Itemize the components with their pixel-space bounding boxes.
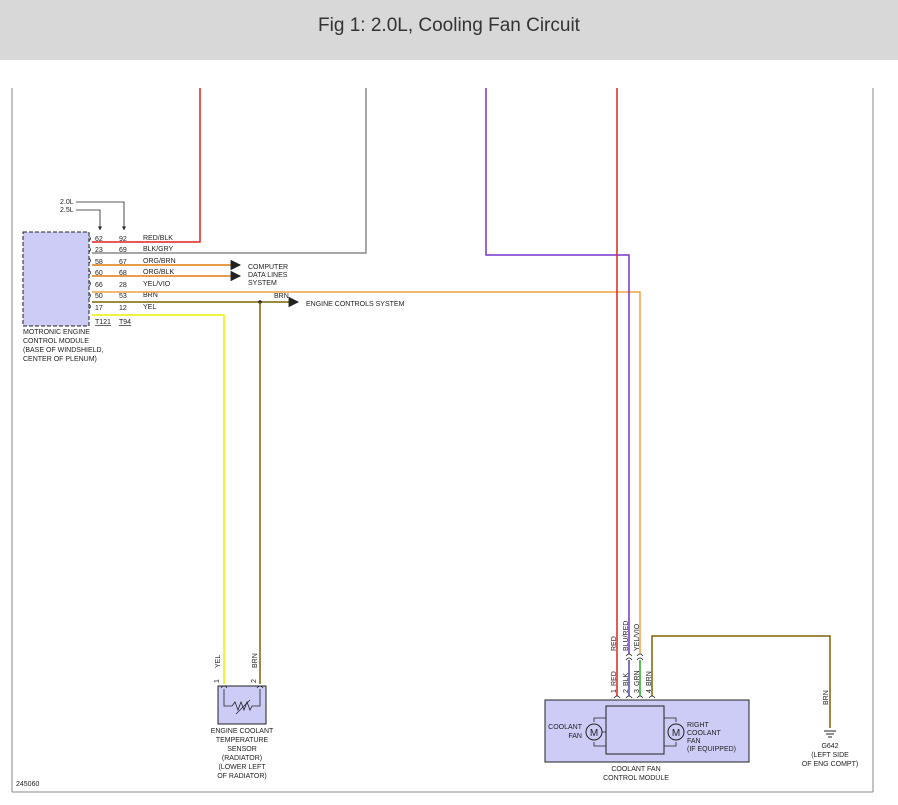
figure-title: Fig 1: 2.0L, Cooling Fan Circuit	[318, 15, 580, 36]
ground-name-3: OF ENG COMPT)	[802, 761, 858, 768]
ecm-connector-t121: T121	[95, 319, 111, 326]
wire-blu-red	[485, 88, 630, 654]
figure-id: 245060	[16, 781, 39, 788]
computer-data-line-2: DATA LINES	[248, 272, 288, 279]
left-fan-label-1: COOLANT	[548, 724, 583, 731]
ect-pin-2: 2	[251, 679, 258, 683]
right-fan-wire	[664, 717, 677, 747]
fan-pin-1-wire-red: RED	[611, 636, 618, 651]
right-fan-motor-symbol: M	[672, 728, 680, 739]
ground-wire-label: BRN	[823, 690, 830, 705]
ect-name-line-4: (RADIATOR)	[222, 755, 262, 762]
ecm-wire-color-2: BLK/GRY	[143, 246, 174, 253]
fan-pin-1-color: RED	[611, 671, 618, 686]
fan-pin-1-number: 1	[611, 689, 618, 693]
engine-label-2-0: 2.0L	[60, 199, 74, 206]
ground-name-2: (LEFT SIDE	[811, 752, 849, 759]
fan-pin-4-number: 4	[646, 689, 653, 693]
ecm-pin-a-7: 17	[95, 305, 103, 312]
ect-name-line-2: TEMPERATURE	[216, 737, 269, 744]
computer-data-line-3: SYSTEM	[248, 280, 277, 287]
right-fan-label-4: (IF EQUIPPED)	[687, 746, 736, 753]
ecm-pin-b-7: 12	[119, 305, 127, 312]
ecm-pin-b-4: 68	[119, 270, 127, 277]
left-fan-motor-symbol: M	[590, 728, 598, 739]
fan-wire-in-yel-vio: YEL/VIO	[634, 623, 641, 651]
computer-data-line-1: COMPUTER	[248, 264, 288, 271]
ect-wire-1: YEL	[215, 655, 222, 668]
fan-pin-4-color: BRN	[646, 671, 653, 686]
ecm-wire-color-1: RED/BLK	[143, 235, 173, 242]
ecm-wire-color-4: ORG/BLK	[143, 269, 174, 276]
ecm-name-line-3: (BASE OF WINDSHIELD,	[23, 347, 104, 354]
fan-module-pin-terminals	[613, 695, 656, 699]
fan-pin-3-color: GRN	[634, 670, 641, 686]
ecm-connector-marks	[88, 235, 91, 310]
ect-sensor-terminals	[220, 685, 264, 689]
ecm-connector-t94: T94	[119, 319, 131, 326]
ecm-pin-b-1: 92	[119, 236, 127, 243]
right-fan-motor-icon	[667, 723, 685, 741]
ecm-wire-color-7: YEL	[143, 304, 156, 311]
ecm-pin-a-2: 23	[95, 247, 103, 254]
ground-symbol-icon	[824, 730, 836, 738]
ecm-pin-b-3: 67	[119, 259, 127, 266]
inline-connectors	[625, 653, 644, 661]
ecm-pin-b-2: 69	[119, 247, 127, 254]
ect-sensor-thermistor	[223, 689, 261, 712]
wire-yel-sensor	[92, 314, 225, 684]
wire-red-blk	[92, 88, 201, 243]
fan-pin-2-color: BLK	[623, 672, 630, 686]
ecm-pin-a-6: 50	[95, 293, 103, 300]
ecm-pin-b-5: 28	[119, 282, 127, 289]
ecm-wire-color-3: ORG/BRN	[143, 258, 176, 265]
ecm-pin-a-5: 66	[95, 282, 103, 289]
ecm-module-box	[22, 231, 90, 327]
fan-module-inner-box	[605, 705, 665, 755]
left-fan-motor-icon	[585, 723, 603, 741]
fan-wire-in-blu-red: BLU/RED	[623, 621, 630, 651]
ect-name-line-5: (LOWER LEFT	[218, 764, 266, 771]
ect-wire-2: BRN	[252, 653, 259, 668]
left-fan-label-2: FAN	[568, 733, 582, 740]
right-fan-label-3: FAN	[687, 738, 701, 745]
right-fan-label-2: COOLANT	[687, 730, 722, 737]
ect-name-line-6: OF RADIATOR)	[217, 773, 267, 780]
fan-module-name-1: COOLANT FAN	[611, 766, 660, 773]
ect-pin-1: 1	[214, 679, 221, 683]
fan-pin-2-number: 2	[623, 689, 630, 693]
ecm-name-line-4: CENTER OF PLENUM)	[23, 356, 97, 363]
ect-thermistor-arrow	[235, 699, 251, 715]
engine-2-0-selector-line	[76, 201, 126, 231]
engine-label-2-5: 2.5L	[60, 207, 74, 214]
ecm-name-line-1: MOTRONIC ENGINE	[23, 329, 90, 336]
ecm-pin-a-4: 60	[95, 270, 103, 277]
wire-blk-gry	[92, 88, 367, 254]
right-fan-label-1: RIGHT	[687, 722, 710, 729]
ecm-wire-color-6: BRN	[143, 292, 158, 299]
wire-brn-ground	[651, 635, 831, 728]
ecm-pin-a-1: 62	[95, 236, 103, 243]
engine-2-5-selector-line	[76, 209, 102, 231]
ecm-name-line-2: CONTROL MODULE	[23, 338, 89, 345]
ground-name-1: G642	[821, 743, 838, 750]
ecm-wire-color-5: YEL/VIO	[143, 281, 171, 288]
ecm-pin-a-3: 58	[95, 259, 103, 266]
ect-name-line-1: ENGINE COOLANT	[211, 728, 274, 735]
figure-header: Fig 1: 2.0L, Cooling Fan Circuit	[0, 0, 898, 60]
ect-name-line-3: SENSOR	[227, 746, 257, 753]
fan-module-name-2: CONTROL MODULE	[603, 775, 669, 782]
ecm-pin-b-6: 53	[119, 293, 127, 300]
engine-controls-label: ENGINE CONTROLS SYSTEM	[306, 301, 405, 308]
fan-pin-3-number: 3	[634, 689, 641, 693]
wire-yel-vio	[92, 291, 641, 654]
engine-controls-wire-label: BRN	[274, 293, 289, 300]
